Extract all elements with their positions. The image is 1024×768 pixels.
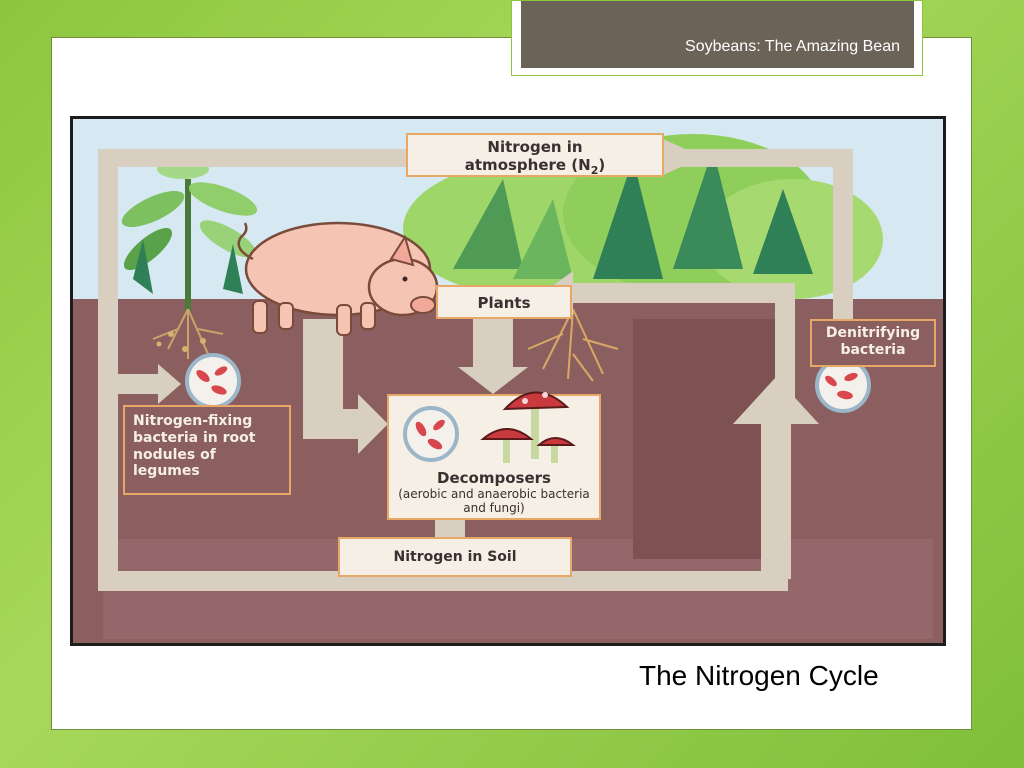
nitrogen-cycle-diagram: Nitrogen in atmosphere (N2) Plants Denit… (70, 116, 946, 646)
legume-plant (121, 159, 258, 359)
pig-icon (237, 221, 439, 336)
plants-label: Plants (436, 285, 572, 319)
decomposer-bacteria-icon (403, 406, 459, 462)
atmosphere-label-text: atmosphere (N (464, 156, 591, 174)
mushroom-icon (480, 391, 576, 463)
soil-shade (633, 319, 783, 559)
header-title: Soybeans: The Amazing Bean (685, 38, 900, 55)
atmosphere-label-line2: atmosphere (N2) (408, 156, 662, 177)
atmosphere-label: Nitrogen in atmosphere (N2) (406, 133, 664, 177)
slide-caption: The Nitrogen Cycle (639, 660, 879, 691)
soil-label: Nitrogen in Soil (338, 537, 572, 577)
plant-roots (527, 308, 619, 382)
header-tab: Soybeans: The Amazing Bean (511, 0, 923, 76)
fixing-bacteria-icon (185, 353, 241, 409)
cycle-arrows (98, 139, 853, 591)
atmosphere-label-close: ) (598, 156, 606, 174)
decomposers-detail: (aerobic and anaerobic bacteria and fung… (398, 487, 590, 516)
denitrifying-label: Denitrifying bacteria (810, 319, 936, 367)
header-box: Soybeans: The Amazing Bean (521, 1, 914, 68)
nitrogen-fixing-label: Nitrogen-fixing bacteria in root nodules… (123, 405, 291, 495)
atmosphere-label-line1: Nitrogen in (487, 138, 583, 156)
atmosphere-label-subscript: 2 (590, 164, 599, 177)
decomposers-title: Decomposers (437, 469, 551, 487)
